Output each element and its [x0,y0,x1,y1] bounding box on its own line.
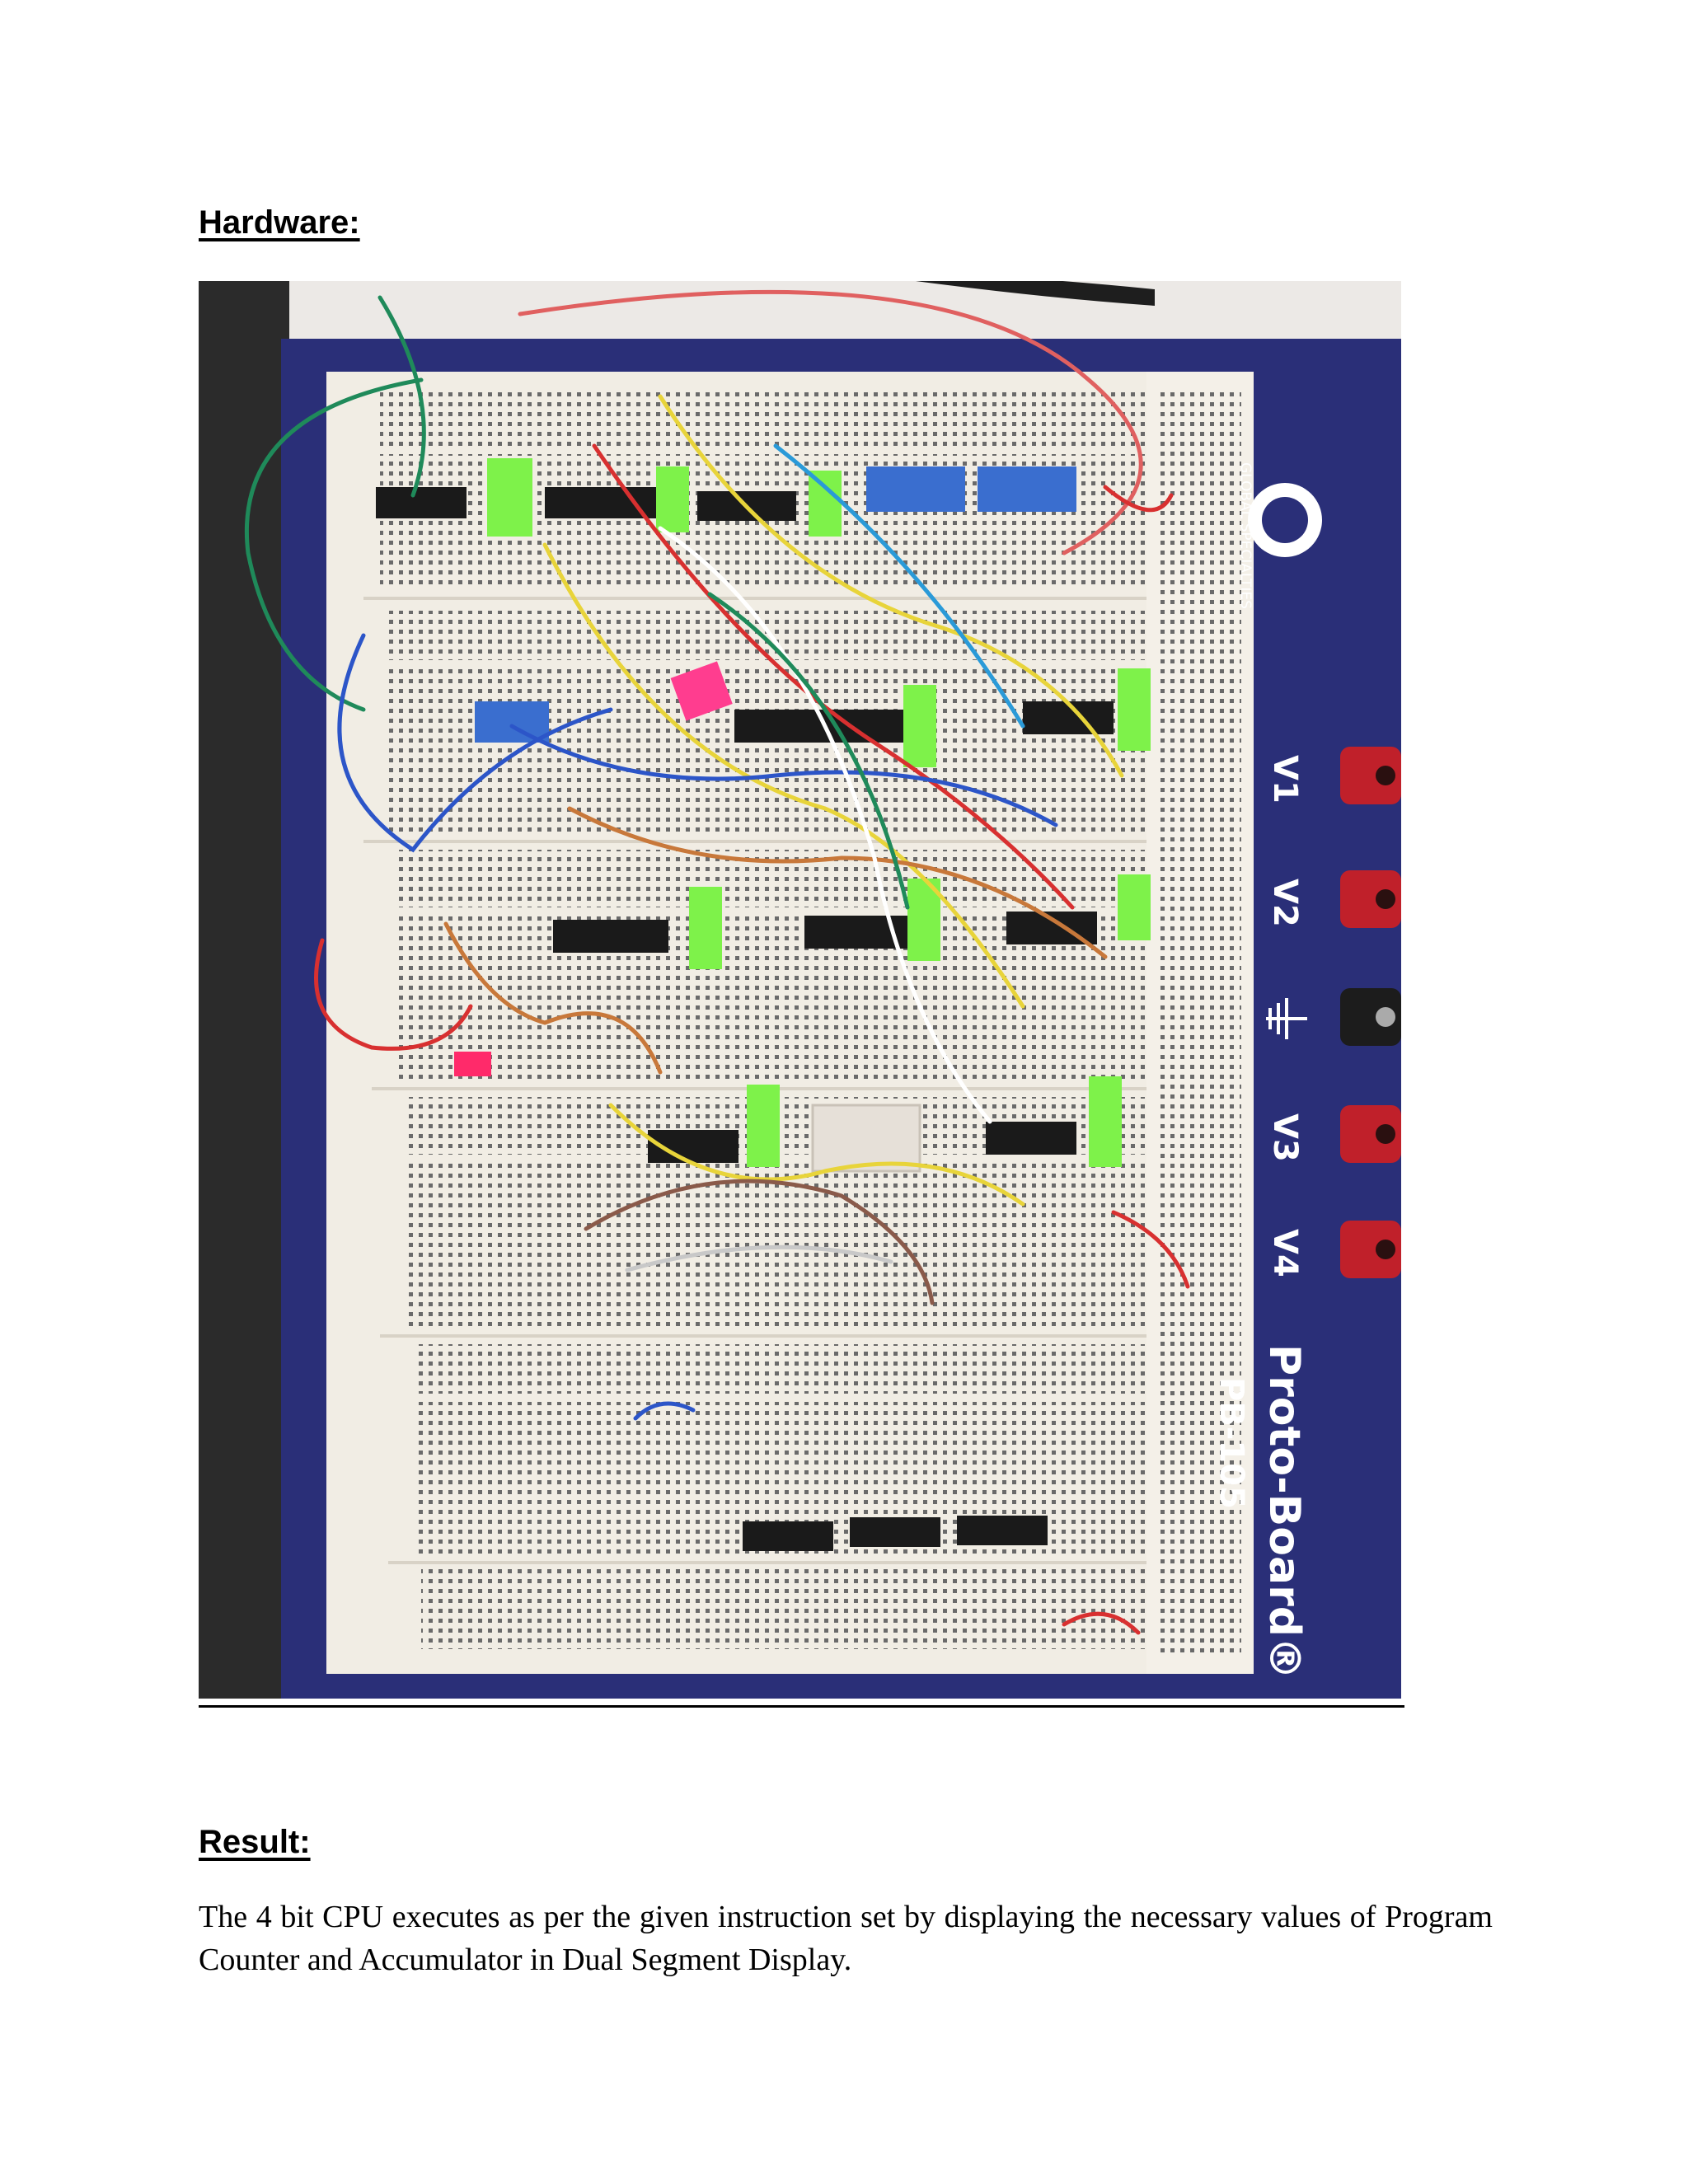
board-model-text: Proto-Board® [1259,1344,1309,1680]
hardware-heading: Hardware: [199,204,360,241]
result-paragraph: The 4 bit CPU executes as per the given … [199,1900,1493,1977]
terminal-label-v2: V2 [1266,879,1304,927]
board-number-text: PB-105 [1212,1377,1250,1509]
breadboard-photo: GLOBAL SPECIALTIES Proto-Board® PB-105 V… [199,281,1401,1699]
horizontal-rule [199,1705,1404,1708]
terminal-label-v1: V1 [1266,755,1304,804]
cable-shadow [916,281,1155,306]
terminal-label-v4: V4 [1266,1229,1304,1277]
breadboard-illustration: GLOBAL SPECIALTIES Proto-Board® PB-105 V… [199,281,1401,1699]
result-heading: Result: [199,1824,311,1860]
board-brand-text: GLOBAL SPECIALTIES [1237,462,1254,609]
binding-posts [1340,747,1401,1278]
dark-edge [199,281,289,1699]
terminal-label-v3: V3 [1266,1113,1304,1162]
ground-symbol [1266,998,1307,1039]
